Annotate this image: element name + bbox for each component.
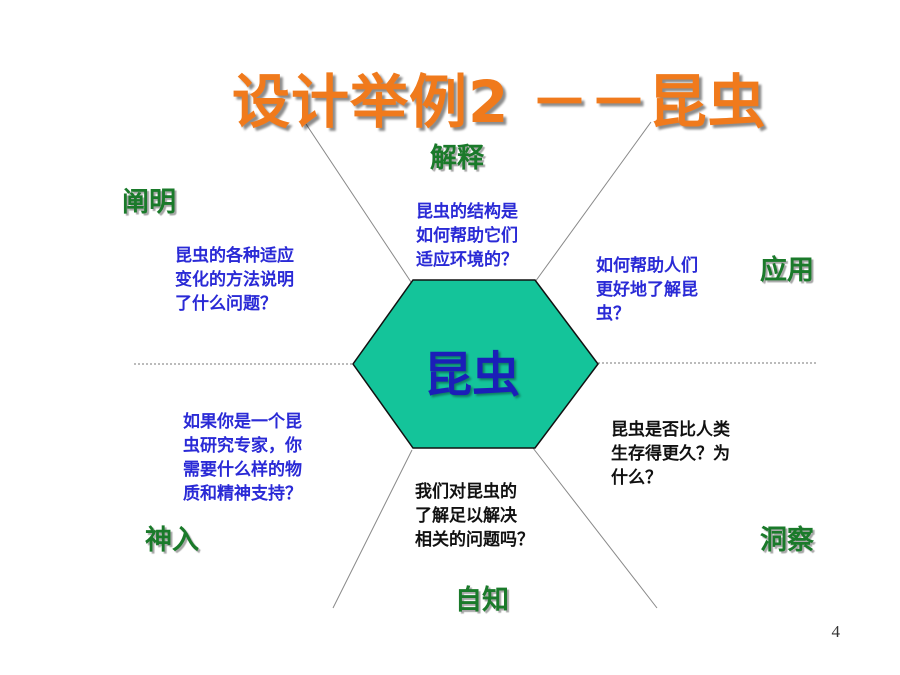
facet-explain: 解释 [430,143,484,174]
facet-perspective: 洞察 [760,525,814,556]
center-label: 昆虫 [423,347,520,403]
question-line: 昆虫是否比人类 [611,420,730,440]
question-line: 什么？ [611,468,662,488]
question-line: 质和精神支持？ [183,484,302,504]
slide-title: 设计举例2 －－昆虫 [232,68,767,136]
facet-interpret: 阐明 [122,187,176,218]
question-line: 了什么问题？ [175,294,277,314]
question-explain: 昆虫的结构是 如何帮助它们 适应环境的？ [416,200,518,272]
guide-line-lower-left [332,449,413,609]
question-line: 虫？ [596,304,630,324]
question-line: 变化的方法说明 [175,270,294,290]
question-line: 昆虫的结构是 [416,202,518,222]
question-line: 了解足以解决 [415,506,517,526]
center-hexagon [352,279,599,449]
guide-line-upper-left [305,123,414,286]
question-line: 相关的问题吗？ [415,530,534,550]
question-line: 需要什么样的物 [183,460,302,480]
page-number: 4 [831,622,841,641]
question-self-knowledge: 我们对昆虫的 了解足以解决 相关的问题吗？ [415,480,534,552]
question-interpret: 昆虫的各种适应 变化的方法说明 了什么问题？ [175,244,294,316]
question-line: 如何帮助人们 [596,256,698,276]
question-line: 适应环境的？ [416,250,518,270]
question-line: 如果你是一个昆 [183,412,302,432]
question-line: 生存得更久？为 [611,444,730,464]
facet-empathy: 神入 [145,525,199,556]
question-line: 更好地了解昆 [596,280,698,300]
facet-self-knowledge: 自知 [455,585,509,616]
question-line: 虫研究专家，你 [183,436,302,456]
question-line: 如何帮助它们 [416,226,518,246]
question-empathy: 如果你是一个昆 虫研究专家，你 需要什么样的物 质和精神支持？ [183,410,302,506]
facet-apply: 应用 [760,255,814,286]
guide-line-lower-right [532,447,658,609]
question-line: 我们对昆虫的 [415,482,517,502]
question-apply: 如何帮助人们 更好地了解昆 虫？ [596,254,698,326]
question-line: 昆虫的各种适应 [175,246,294,266]
guide-line-upper-right [534,121,652,283]
question-perspective: 昆虫是否比人类 生存得更久？为 什么？ [611,418,730,490]
